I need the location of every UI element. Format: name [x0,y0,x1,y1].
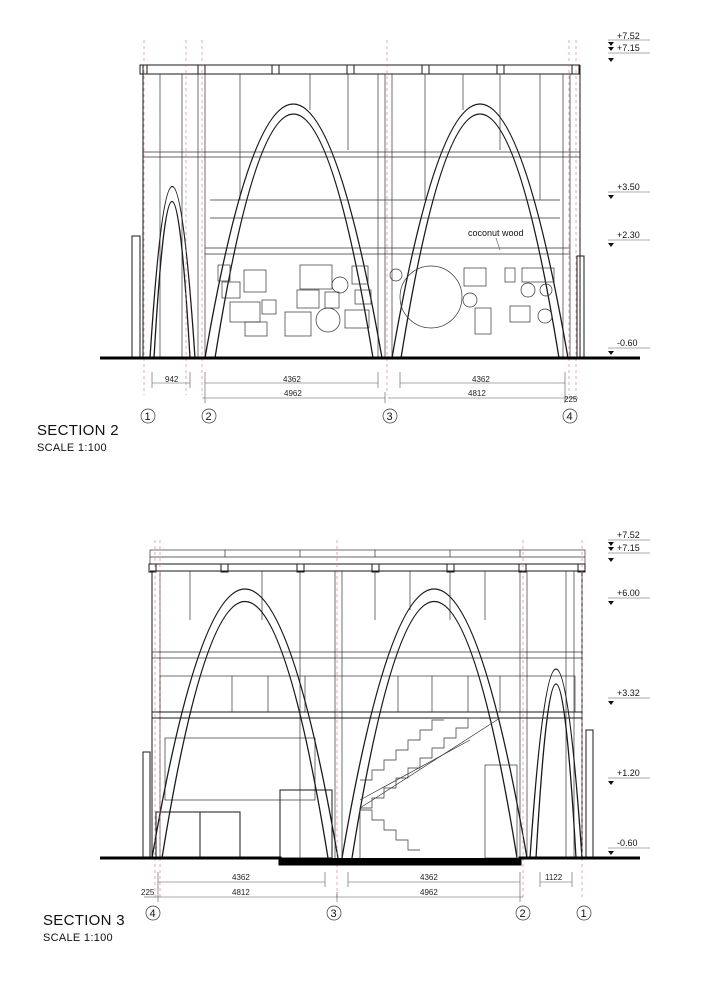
level-marker: +7.52 [617,530,640,540]
material-annotation: coconut wood [468,228,524,238]
section-3-dimensions: 4362 4362 1122 225 4812 4962 [141,872,573,902]
dimension-label: 4812 [232,888,250,897]
picture-frames-section-2 [217,264,555,337]
dimension-label: 4962 [284,389,302,398]
section-2-title: SECTION 2 [37,422,119,439]
section-2-drawing [100,40,640,395]
section-2-scale: SCALE 1:100 [37,442,107,454]
dimension-label: 225 [141,888,155,897]
level-marker: +2.30 [617,230,640,240]
level-marker: +6.00 [617,588,640,598]
axis-label: 2 [520,908,526,920]
section-3-drawing [100,540,640,900]
section-3-level-markers: +7.52 +7.15 +6.00 +3.32 +1.20 -0.60 [608,530,650,855]
section-3-axis-bubbles: 4 3 2 1 [145,905,592,921]
axis-label: 2 [206,411,212,423]
level-marker: +3.32 [617,688,640,698]
dimension-label: 4362 [283,375,301,384]
axis-label: 4 [150,908,156,920]
dimension-label: 225 [564,395,578,404]
section-3-scale: SCALE 1:100 [43,932,113,944]
section-2-axis-bubbles: 1 2 3 4 [140,408,578,424]
axis-label: 1 [145,411,151,423]
dimension-label: 1122 [545,873,563,882]
axis-label: 3 [387,411,393,423]
level-marker: -0.60 [617,338,638,348]
level-marker: +7.15 [617,543,640,553]
section-3-title: SECTION 3 [43,912,125,929]
section-2-dimensions: 942 4362 4362 4962 4812 225 [151,372,578,404]
level-marker: -0.60 [617,838,638,848]
dimension-label: 4362 [232,873,250,882]
dimension-label: 4362 [420,873,438,882]
level-marker: +7.52 [617,31,640,41]
dimension-label: 4362 [472,375,490,384]
level-marker: +7.15 [617,43,640,53]
axis-label: 4 [567,411,573,423]
level-marker: +1.20 [617,768,640,778]
section-2-level-markers: +7.52 +7.15 +3.50 +2.30 -0.60 [608,31,650,355]
axis-label: 1 [581,908,587,920]
dimension-label: 942 [165,375,179,384]
level-marker: +3.50 [617,182,640,192]
dimension-label: 4812 [468,389,486,398]
dimension-label: 4962 [420,888,438,897]
axis-label: 3 [331,908,337,920]
